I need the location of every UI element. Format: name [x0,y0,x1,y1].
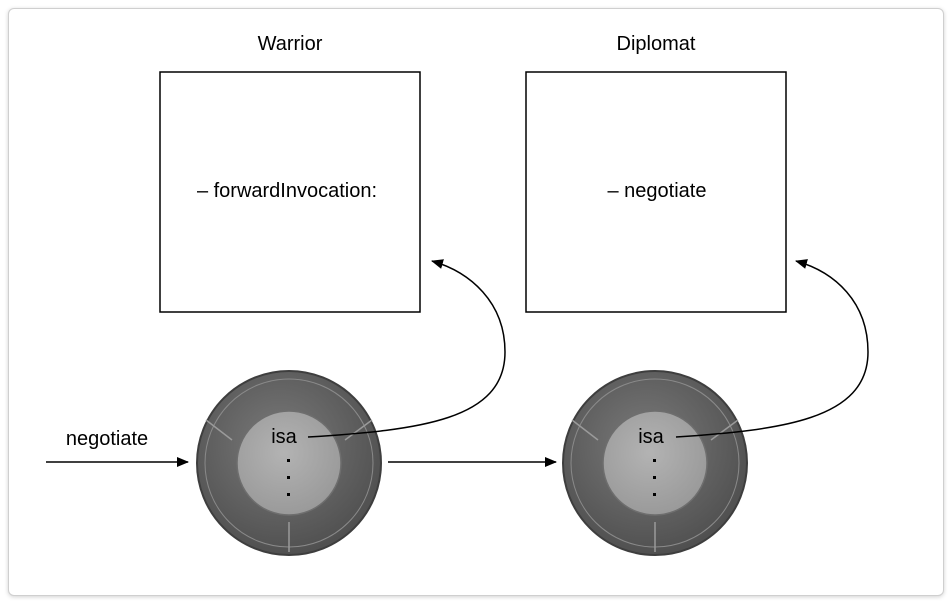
warrior-title: Warrior [258,33,323,55]
diplomat-isa-label: isa [638,426,664,448]
diplomat-title: Diplomat [617,33,696,55]
warrior-ivar-dots [287,459,290,496]
warrior-isa-pointer [307,259,506,438]
diplomat-class-box [525,71,787,313]
diplomat-method: – negotiate [608,180,707,202]
diplomat-isa-pointer [675,259,869,438]
warrior-method: – forwardInvocation: [197,180,377,202]
warrior-object [196,370,382,556]
diplomat-object [562,370,748,556]
diplomat-ivar-dots [653,459,656,496]
warrior-isa-label: isa [271,426,297,448]
message-label: negotiate [66,428,148,450]
warrior-class-box [159,71,421,313]
